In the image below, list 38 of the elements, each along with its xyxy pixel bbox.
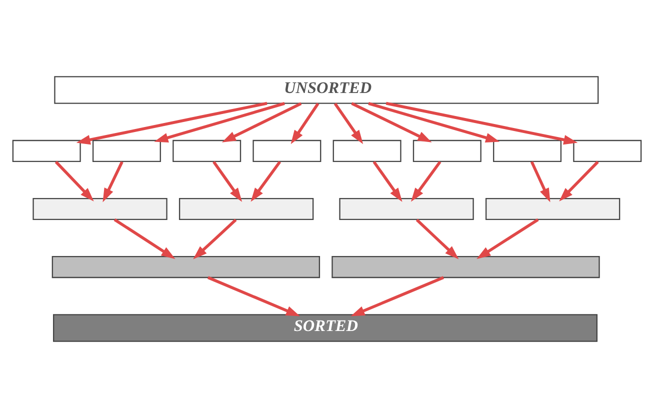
arrow	[114, 218, 176, 258]
arrow	[207, 276, 300, 316]
arrow	[212, 160, 242, 202]
arrow	[54, 160, 94, 201]
arrow	[368, 102, 500, 142]
arrow	[351, 102, 432, 142]
arrow	[102, 160, 124, 202]
arrow	[154, 102, 285, 142]
node-box	[32, 197, 168, 220]
arrow	[386, 101, 578, 144]
arrow	[530, 160, 550, 202]
node-box: SORTED	[53, 314, 598, 342]
node-box	[12, 139, 81, 162]
arrow	[193, 218, 237, 259]
arrow	[334, 102, 364, 144]
arrow	[250, 160, 282, 202]
node-box	[493, 139, 562, 162]
arrow	[350, 276, 444, 316]
arrow	[222, 102, 302, 142]
node-box: UNSORTED	[54, 76, 599, 104]
arrow	[416, 218, 459, 259]
arrow	[290, 102, 320, 144]
node-box	[332, 139, 402, 162]
arrow	[410, 160, 442, 202]
node-box	[252, 139, 322, 162]
node-box	[573, 139, 642, 162]
node-box	[172, 139, 242, 162]
arrow	[76, 101, 268, 144]
node-box	[339, 197, 474, 220]
node-box	[412, 139, 482, 162]
arrow	[476, 218, 539, 258]
node-box	[485, 197, 620, 220]
node-box	[332, 256, 600, 278]
arrow	[372, 160, 402, 202]
node-box	[178, 197, 314, 220]
node-box	[92, 139, 161, 162]
arrow	[559, 160, 599, 201]
node-box	[52, 256, 320, 278]
